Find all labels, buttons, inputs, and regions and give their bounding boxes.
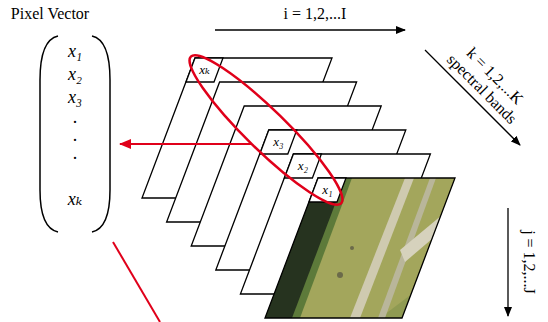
figure-title: Pixel Vector [11, 5, 89, 23]
leader-line [113, 242, 160, 322]
extract-arrow [120, 143, 252, 145]
vector-entry: xₖ [68, 190, 83, 210]
axis-label: i = 1,2,...I [284, 5, 347, 23]
front-layer-outline [265, 178, 455, 318]
vector-dots: . [73, 126, 78, 146]
vector-entry: x₃ [68, 88, 82, 108]
i-axis-arrow [215, 29, 405, 30]
right-bracket [92, 36, 110, 232]
vector-dots: . [73, 108, 78, 128]
pixel-label: x₁ [322, 183, 332, 197]
axis-label: j = 1,2,...J [520, 230, 538, 294]
vector-entry: x₂ [68, 65, 82, 85]
j-axis-arrow [507, 208, 508, 316]
pixel-label: xₖ [199, 63, 210, 77]
pixel-label: x₂ [298, 159, 308, 173]
vector-dots: . [73, 144, 78, 164]
aerial-photo [260, 170, 470, 322]
vector-entry: x₁ [68, 42, 82, 62]
pixel-ellipse [177, 42, 355, 217]
pixel-label: x₃ [273, 135, 283, 149]
left-bracket [40, 36, 58, 232]
